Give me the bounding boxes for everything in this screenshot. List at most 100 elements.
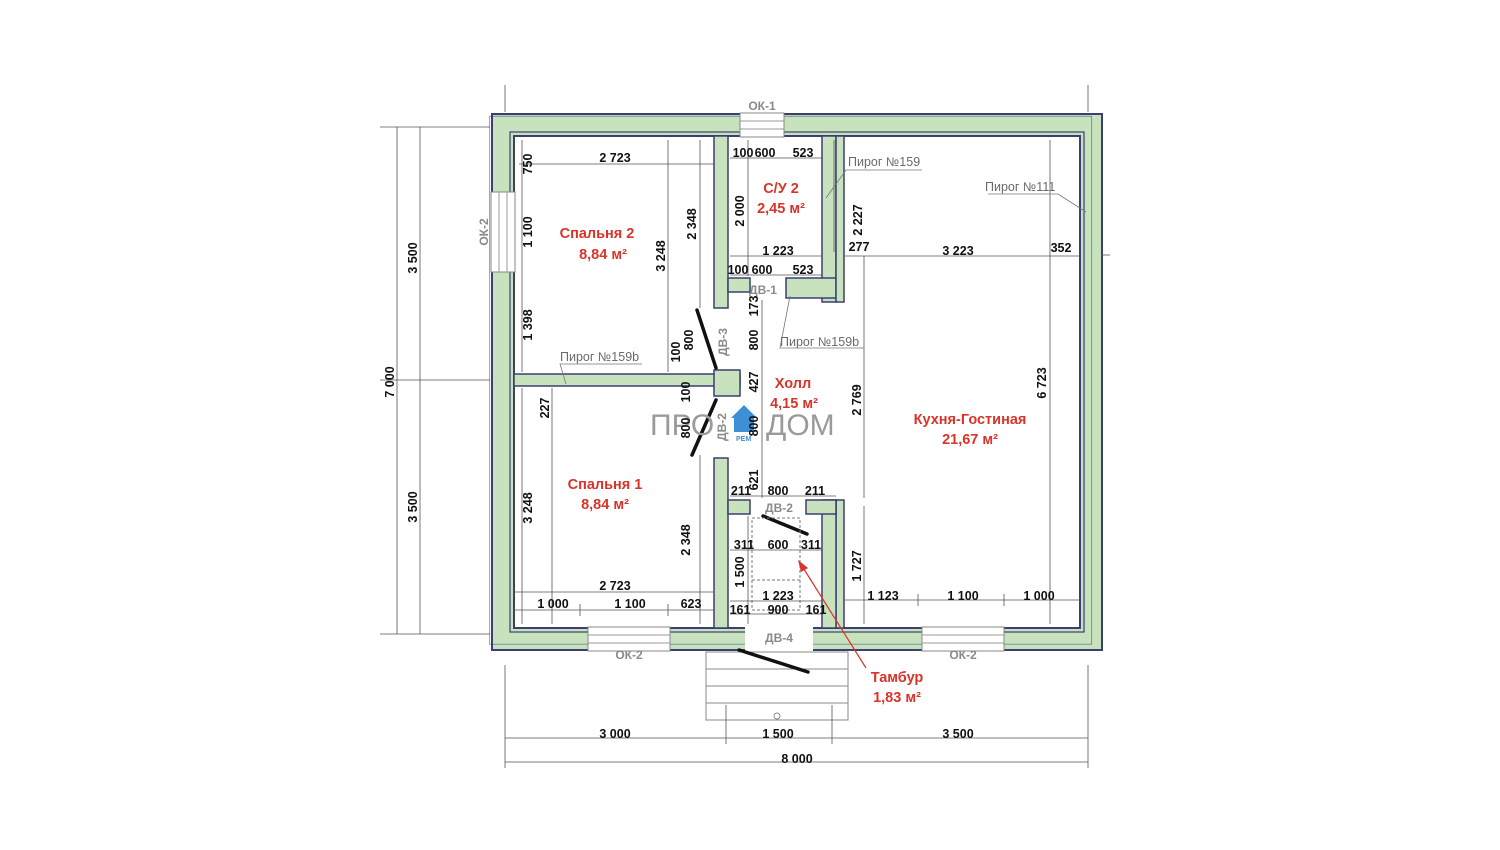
note-pirog111: Пирог №111 — [985, 180, 1055, 194]
dim-t-900: 900 — [768, 603, 789, 617]
dim-b2-750: 750 — [521, 154, 535, 175]
dim-b2-100: 100 — [669, 342, 683, 363]
dim-wc-1223: 1 223 — [762, 244, 793, 258]
dim-wc-2227: 2 227 — [851, 204, 865, 235]
outer-openings — [490, 112, 1005, 652]
room-labels: Спальня 2 8,84 м² С/У 2 2,45 м² Холл 4,1… — [560, 181, 1027, 706]
dim-b2-1398: 1 398 — [521, 309, 535, 340]
dim-b2-width: 2 723 — [599, 151, 630, 165]
tag-ok2-bottom-right: ОК-2 — [949, 648, 977, 662]
dim-wc-2000: 2 000 — [733, 195, 747, 226]
dim-hall-427: 427 — [747, 372, 761, 393]
dim-t-161a: 161 — [730, 603, 751, 617]
tag-ok2-left: ОК-2 — [477, 218, 491, 246]
tag-dv2-side: ДВ-2 — [715, 413, 729, 441]
dim-t-600: 600 — [768, 538, 789, 552]
room-vestibule-area: 1,83 м² — [873, 690, 921, 706]
note-pirog159-top: Пирог №159 — [848, 155, 920, 169]
interior-walls — [513, 135, 845, 629]
tag-dv1: ДВ-1 — [749, 283, 777, 297]
dim-t-800: 800 — [768, 484, 789, 498]
dim-k-1123: 1 123 — [867, 589, 898, 603]
dim-t-311b: 311 — [801, 538, 821, 552]
dim-left-top: 3 500 — [406, 242, 420, 273]
dim-hall-800-v2: 800 — [747, 416, 761, 437]
dim-b2-1100: 1 100 — [521, 216, 535, 247]
room-bedroom2-name: Спальня 2 — [560, 226, 635, 242]
dim-b1-height: 3 248 — [521, 492, 535, 523]
room-hall-area: 4,15 м² — [770, 396, 818, 412]
dim-t-161b: 161 — [806, 603, 827, 617]
dim-b2-800: 800 — [682, 330, 696, 351]
dim-overall-width: 8 000 — [781, 752, 812, 766]
tag-dv4: ДВ-4 — [765, 631, 793, 645]
tag-dv2: ДВ-2 — [765, 501, 793, 515]
room-kitchen-name: Кухня-Гостиная — [914, 412, 1027, 428]
dim-b1-100: 100 — [679, 382, 693, 403]
dim-bottom-b: 1 500 — [762, 727, 793, 741]
dim-k-2769: 2 769 — [850, 384, 864, 415]
dim-hall-621: 621 — [747, 470, 761, 491]
porch-steps — [705, 651, 849, 721]
logo-badge: РЕМ — [736, 436, 751, 443]
door-frames — [751, 517, 801, 611]
opening-tags: ОК-1 ОК-2 ОК-2 ОК-2 ДВ-1 ДВ-2 ДВ-2 ДВ-3 … — [477, 99, 977, 662]
note-pirog159b-left: Пирог №159b — [560, 350, 639, 364]
dim-hall-173: 173 — [747, 296, 761, 317]
dim-b2-height: 3 248 — [654, 240, 668, 271]
dim-overall-height: 7 000 — [383, 366, 397, 397]
dimension-lines — [380, 85, 1110, 768]
dim-k-6723: 6 723 — [1035, 367, 1049, 398]
dim-bottom-a: 3 000 — [599, 727, 630, 741]
dim-t-1223: 1 223 — [762, 589, 793, 603]
dimension-values: 8 000 3 000 1 500 3 500 7 000 3 500 3 50… — [383, 146, 1071, 766]
dim-b1-1100: 1 100 — [614, 597, 645, 611]
watermark-logo: ПРО РЕМ ДОМ — [650, 405, 835, 443]
logo-right-text: ДОМ — [766, 409, 835, 442]
room-vestibule-name: Тамбур — [871, 670, 924, 686]
dim-b1-1000: 1 000 — [537, 597, 568, 611]
logo-left-text: ПРО — [650, 409, 714, 442]
dim-hall-600: 600 — [752, 263, 773, 277]
tag-ok2-bottom-left: ОК-2 — [615, 648, 643, 662]
room-wc2-area: 2,45 м² — [757, 201, 805, 217]
dim-b1-width: 2 723 — [599, 579, 630, 593]
dim-t-311a: 311 — [734, 538, 754, 552]
dim-hall-800-v: 800 — [747, 330, 761, 351]
dim-bottom-c: 3 500 — [942, 727, 973, 741]
room-bedroom1-name: Спальня 1 — [568, 477, 643, 493]
dim-k-1727: 1 727 — [850, 550, 864, 581]
dim-b1-227: 227 — [538, 398, 552, 419]
dim-hall-523: 523 — [793, 263, 814, 277]
tag-ok1: ОК-1 — [748, 99, 776, 113]
room-bedroom2-area: 8,84 м² — [579, 247, 627, 263]
house-icon-body — [734, 418, 754, 432]
tag-dv3: ДВ-3 — [716, 328, 730, 356]
dim-b1-800: 800 — [679, 418, 693, 439]
construction-notes: Пирог №159 Пирог №111 Пирог №159b Пирог … — [560, 155, 1055, 364]
note-leaders — [559, 169, 1087, 385]
dim-left-bottom: 3 500 — [406, 491, 420, 522]
dim-wc-277: 277 — [849, 240, 870, 254]
dim-b1-inner: 2 348 — [679, 524, 693, 555]
room-kitchen-area: 21,67 м² — [942, 432, 998, 448]
dim-k-352: 352 — [1051, 241, 1072, 255]
dim-hall-100: 100 — [728, 263, 749, 277]
dim-b1-623: 623 — [681, 597, 702, 611]
dim-t-1500: 1 500 — [733, 556, 747, 587]
house-icon — [731, 405, 757, 418]
dim-b2-inner: 2 348 — [685, 208, 699, 239]
room-wc2-name: С/У 2 — [763, 181, 799, 197]
dim-k-1000: 1 000 — [1023, 589, 1054, 603]
vestibule-arrow — [801, 565, 867, 669]
dim-k-3223: 3 223 — [942, 244, 973, 258]
dim-t-211b: 211 — [805, 484, 825, 498]
room-hall-name: Холл — [775, 376, 811, 392]
dim-k-1100: 1 100 — [947, 589, 978, 603]
room-bedroom1-area: 8,84 м² — [581, 497, 629, 513]
dim-wc-600: 600 — [755, 146, 776, 160]
vestibule-arrow-head — [798, 560, 808, 572]
dim-wc-523: 523 — [793, 146, 814, 160]
dim-t-211a: 211 — [731, 484, 751, 498]
